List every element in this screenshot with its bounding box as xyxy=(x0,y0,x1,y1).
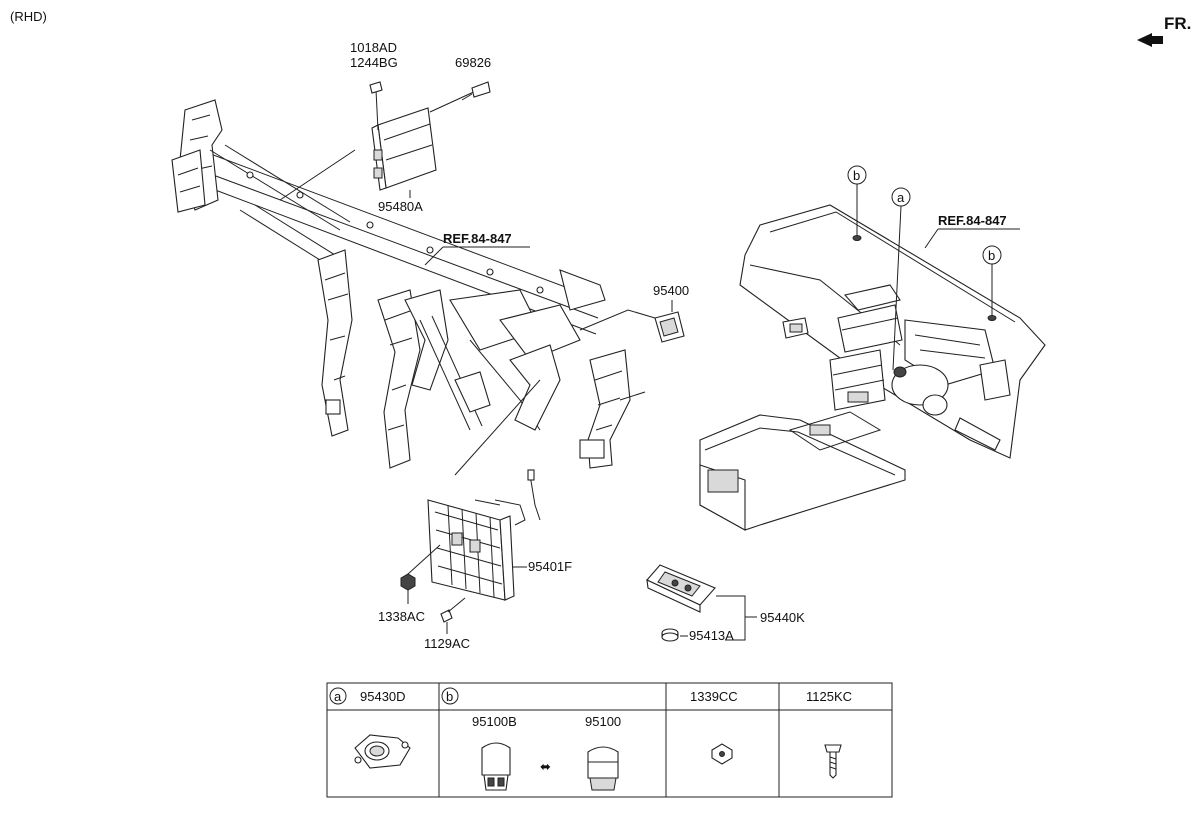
bolt-1018ad-icon xyxy=(369,81,383,94)
switch-95430d-icon xyxy=(354,734,411,769)
nut-1339cc-icon xyxy=(711,743,733,765)
dashboard-interior xyxy=(699,183,1046,531)
callout-1244bg: 1244BG xyxy=(350,55,398,70)
bubble-a: a xyxy=(891,187,911,207)
front-direction-label: FR. xyxy=(1164,14,1191,33)
callout-1338ac: 1338AC xyxy=(378,609,425,624)
table-col-b-part-2: 95100 xyxy=(585,714,621,729)
bolt-1125kc-icon xyxy=(824,744,842,779)
bubble-b-right-letter: b xyxy=(988,248,995,263)
rhd-label: (RHD) xyxy=(10,9,47,24)
table-col-d-part: 1125KC xyxy=(806,689,852,704)
callout-1129ac: 1129AC xyxy=(424,636,470,651)
bolt-69826-icon xyxy=(461,81,491,101)
callout-95440k: 95440K xyxy=(760,610,805,625)
callout-95401f: 95401F xyxy=(528,559,572,574)
callout-95480a: 95480A xyxy=(378,199,423,214)
callout-95400: 95400 xyxy=(653,283,689,298)
table-col-b-swap-icon: ⬌ xyxy=(540,759,551,774)
sensor-95400 xyxy=(579,309,685,343)
table-col-a-letter: a xyxy=(334,689,342,704)
table-col-c-part: 1339CC xyxy=(690,689,738,704)
sensor-95100b-icon xyxy=(481,742,511,791)
ref-label-right: REF.84-847 xyxy=(938,213,1007,228)
battery-95413a-icon xyxy=(661,628,679,642)
table-col-b-letter: b xyxy=(446,689,453,704)
bubble-a-letter: a xyxy=(897,190,905,205)
callout-69826: 69826 xyxy=(455,55,491,70)
front-direction-arrow-icon xyxy=(1137,33,1163,47)
bubble-b-right: b xyxy=(982,245,1002,265)
parts-table: a 95430D b 95100B 95100 ⬌ 1339CC xyxy=(326,682,893,798)
table-col-a-part: 95430D xyxy=(360,689,406,704)
cowl-cross-bar-assembly xyxy=(171,99,646,469)
sensor-95100-icon xyxy=(587,746,619,791)
module-95480a xyxy=(279,89,479,201)
ref-label-left: REF.84-847 xyxy=(443,231,512,246)
callout-1018ad: 1018AD xyxy=(350,40,397,55)
nut-1338ac-icon xyxy=(400,544,441,591)
callout-95413a: 95413A xyxy=(689,628,734,643)
bubble-b-upper: b xyxy=(847,165,867,185)
bubble-b-upper-letter: b xyxy=(853,168,860,183)
bolt-1129ac-icon xyxy=(440,597,466,623)
table-col-b-part-1: 95100B xyxy=(472,714,517,729)
junction-box-95401f xyxy=(427,379,541,601)
smart-key-95440k xyxy=(646,564,716,613)
